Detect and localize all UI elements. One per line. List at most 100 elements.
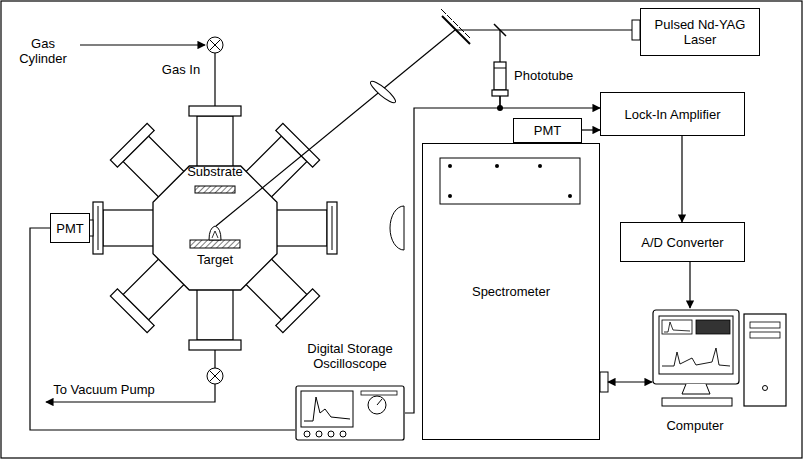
port-flange [276,123,320,167]
line-art [368,396,386,414]
valve-cross [210,371,221,382]
node-label: Lock-In Amplifier [624,107,720,122]
port-tube [103,210,157,246]
port-flange [327,202,337,254]
line-art [744,314,786,406]
signal-wire [689,262,690,308]
line-art [662,348,730,366]
chamber-port [189,286,241,350]
converter-box: A/D Converter [620,222,745,262]
laser-aperture [632,20,640,40]
node-label: PMT [56,221,83,236]
line-art [750,322,780,328]
line-art [664,322,690,332]
phototube: Phototube [492,62,508,96]
line-art [494,68,506,69]
chamber-port [273,202,337,254]
focusing-lens [368,79,398,106]
port-window [332,206,333,250]
node-label: Pulsed Nd-YAG Laser [648,17,752,47]
port-flange [189,340,241,350]
line-art [296,386,404,440]
line-art [304,431,310,437]
pump-label: To Vacuum Pump [44,382,164,397]
substrate-label: Substrate [176,164,254,179]
line-art [377,399,382,405]
oscilloscope: Digital Storage Oscilloscope [295,385,405,441]
gas-valve [207,37,223,53]
mirror-hatch [441,9,470,38]
panel-screw [448,164,452,168]
gas-cylinder-label: Gas Cylinder [12,36,74,66]
spectrometer-port [600,372,608,392]
line-art [316,431,322,437]
line-art [763,386,768,391]
pmt-box: PMT [513,118,582,143]
valve-cross [210,40,221,51]
panel-screw [495,164,499,168]
node-label: PMT [534,123,561,138]
laser-beam [216,30,455,226]
chamber-port [93,202,157,254]
port-flange [110,289,154,333]
laser-beam [500,30,632,62]
port-flange [93,202,103,254]
node-label: Computer [652,418,738,433]
port-tube [273,210,327,246]
gas-line [214,53,215,106]
node-label: Spectrometer [472,284,550,299]
computer: Computer [652,308,790,412]
port-tube [197,116,233,170]
chamber-port [189,106,241,170]
port-flange [110,123,154,167]
plume-mark [212,231,218,238]
spectrometer-panel [440,158,580,204]
signal-wire [681,136,682,222]
port-tube [197,286,233,340]
line-art [301,391,353,427]
pump-valve [207,368,223,384]
line-art [750,332,780,338]
vacuum-chamber [93,106,337,350]
oscilloscope-drawing [295,385,405,441]
line-art [653,310,739,384]
panel-screw [448,194,452,198]
target-label: Target [180,252,250,267]
phototube-drawing [492,62,508,96]
mirror [442,16,470,44]
line-art [662,398,732,406]
line-art [682,384,710,394]
pump-line [214,350,215,368]
panel-screw [568,194,572,198]
port-flange [189,106,241,116]
lock-in-amplifier-box: Lock-In Amplifier [600,92,745,136]
node-label: Digital Storage Oscilloscope [290,341,410,371]
panel-screw [538,164,542,168]
line-art [662,320,692,334]
line-art [328,431,334,437]
laser-box: Pulsed Nd-YAG Laser [640,8,760,56]
gas-line [80,44,205,45]
port-flange [276,289,320,333]
node-label: Phototube [514,68,584,83]
target-plate [190,240,240,248]
line-art [340,431,346,437]
line-art [361,391,397,395]
substrate-plate [195,186,235,193]
port-window [98,206,99,250]
pmt-box: PMT [50,213,90,243]
line-art [659,316,733,374]
spectrometer-box: Spectrometer [422,143,600,440]
collection-lens [390,206,404,250]
line-art [494,62,506,90]
plasma-plume [209,226,221,240]
signal-wire [608,381,652,382]
signal-wire [582,129,600,130]
signal-wire [500,96,600,108]
signal-wire [30,228,295,430]
line-art [696,320,730,334]
node-label: A/D Converter [641,235,723,250]
chamber-body [153,166,277,290]
